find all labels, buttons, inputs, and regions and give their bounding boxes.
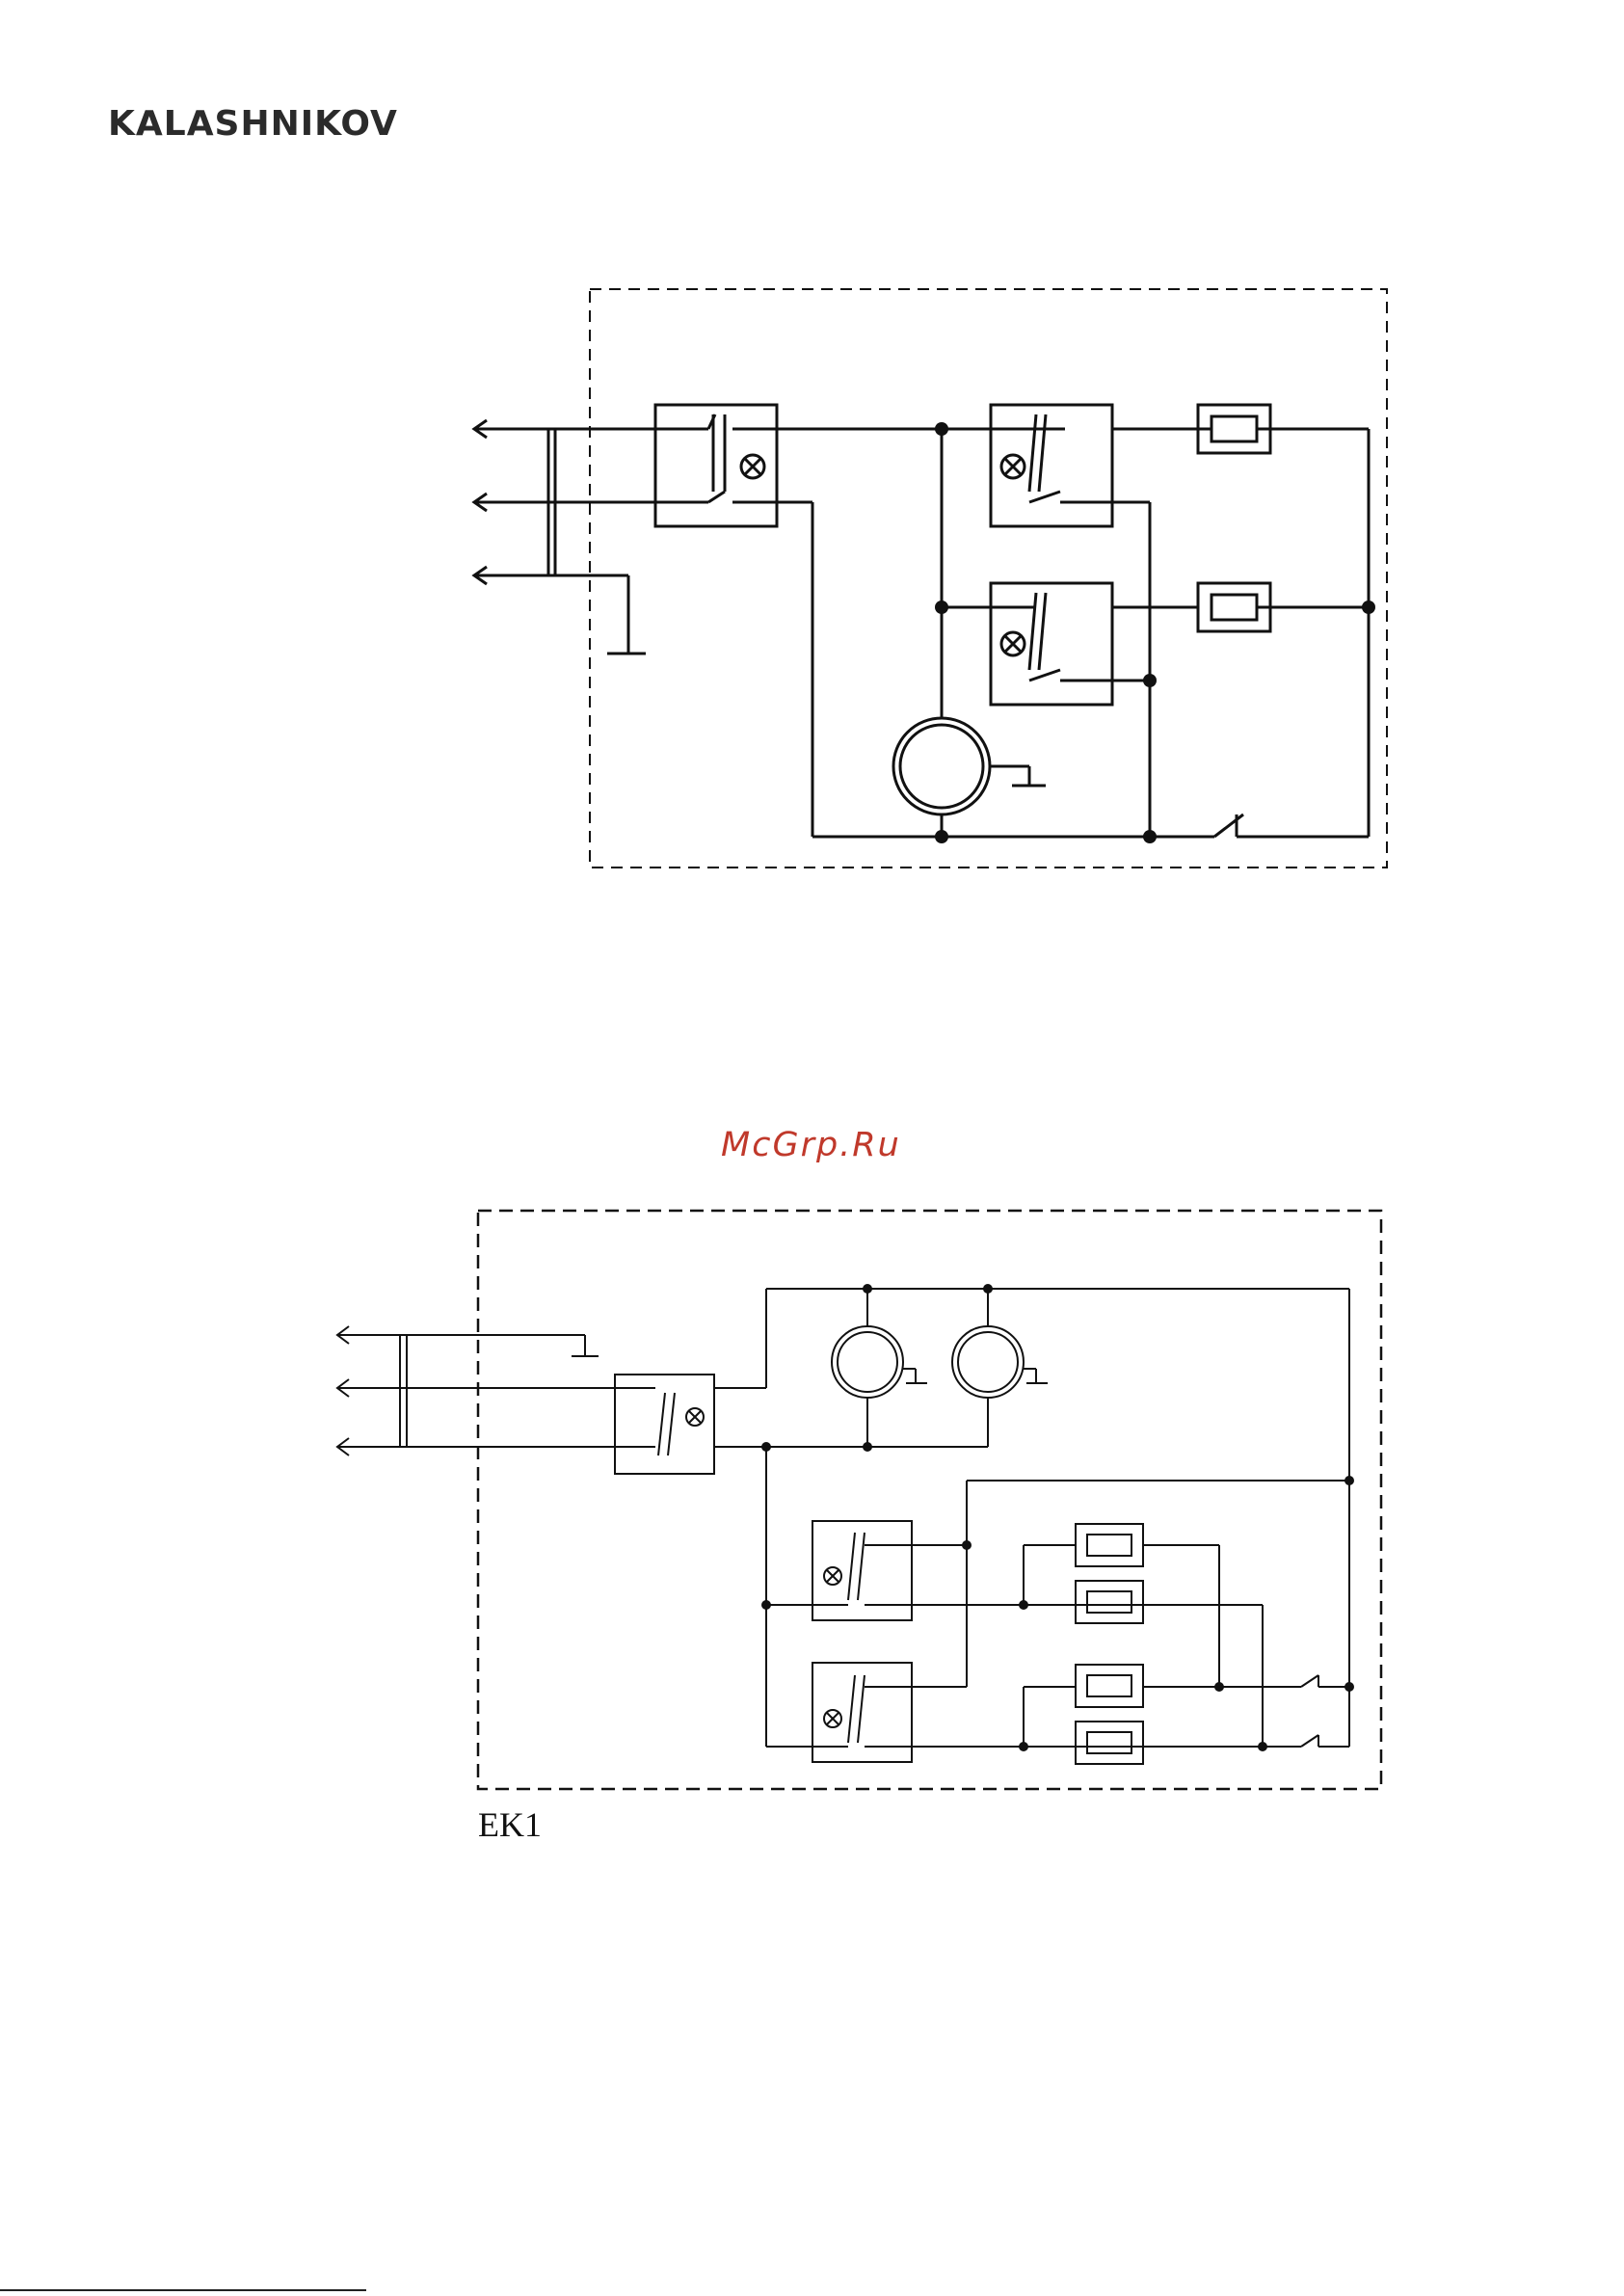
- main-switch-2: [615, 1375, 766, 1474]
- thermostat-contacts: [1301, 1675, 1349, 1747]
- fan-motor-3: [952, 1289, 1048, 1447]
- wiring-diagram-2: [0, 0, 1624, 1831]
- footer-rule: [0, 2289, 366, 2291]
- heating-elements-group: [1024, 1524, 1301, 1764]
- fan-motor-2: [832, 1289, 927, 1447]
- enclosure-boundary: [478, 1211, 1381, 1789]
